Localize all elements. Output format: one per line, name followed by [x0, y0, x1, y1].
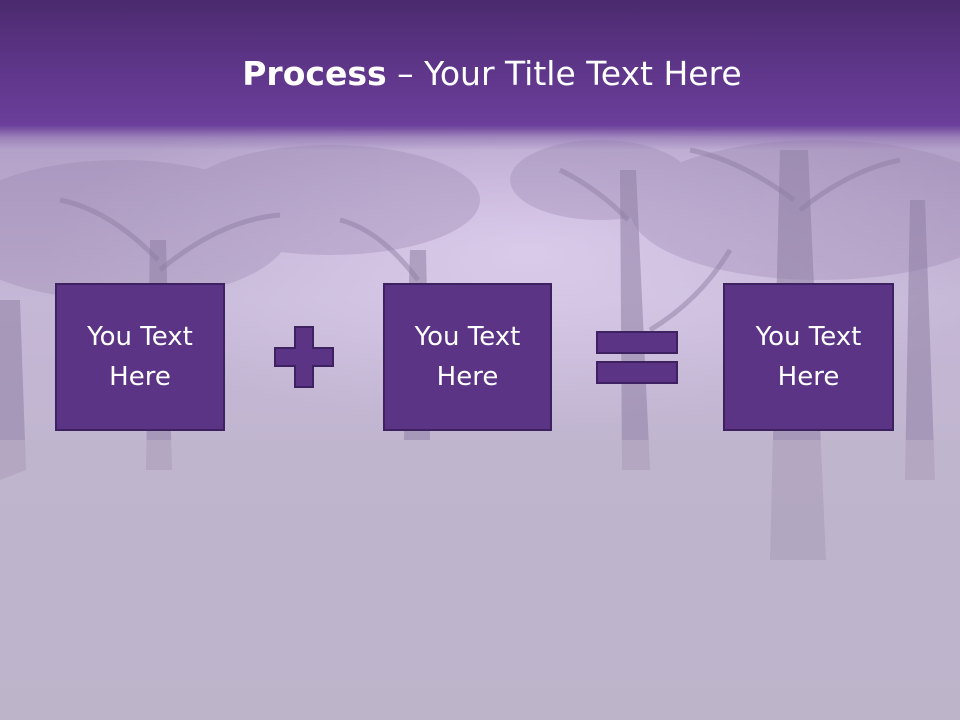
process-box-2-line1: You Text	[414, 322, 521, 352]
process-box-3-line1: You Text	[755, 322, 862, 352]
process-box-3-line2: Here	[777, 362, 840, 392]
equals-icon	[596, 331, 678, 384]
title-bold-text: Process	[242, 54, 387, 93]
process-box-2-line2: Here	[436, 362, 499, 392]
plus-icon	[274, 326, 334, 388]
slide-title: Process – Your Title Text Here	[0, 52, 960, 96]
title-bar: Process – Your Title Text Here	[0, 0, 960, 150]
process-box-1-line2: Here	[109, 362, 171, 392]
title-rest-text: Your Title Text Here	[424, 54, 742, 93]
process-box-1-line1: You Text	[87, 322, 193, 352]
title-separator: –	[386, 54, 425, 93]
